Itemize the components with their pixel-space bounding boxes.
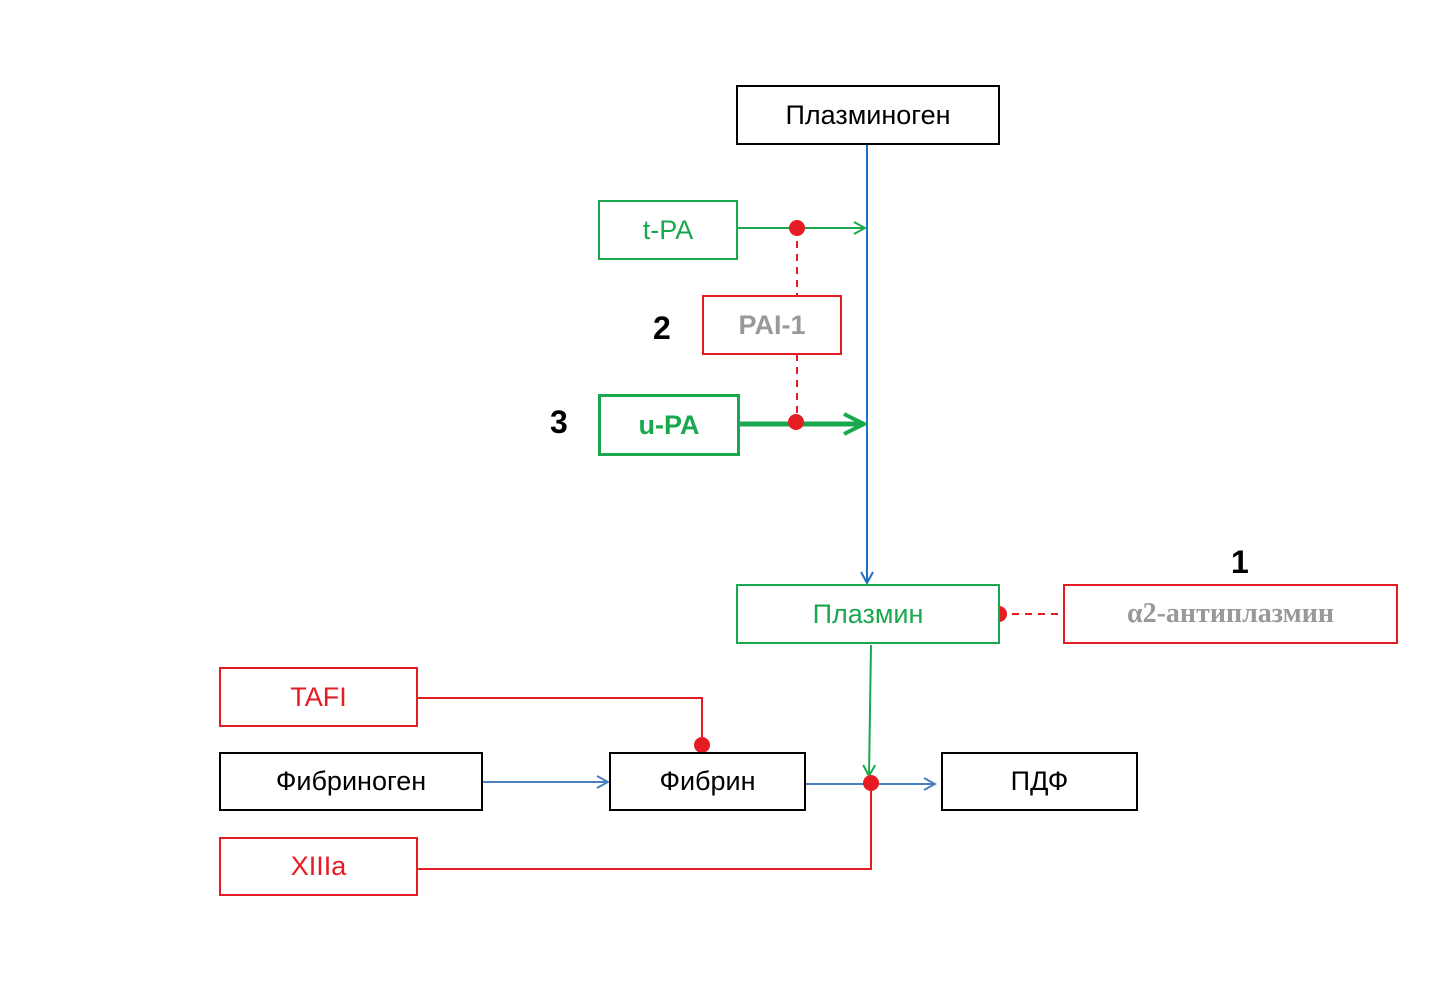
xiiia-node: XIIIa [219,837,418,896]
tafi-node: TAFI [219,667,418,727]
tafi-inhibition-dot [694,737,710,753]
pdf-label: ПДФ [1010,766,1069,796]
marker-1: 1 [1231,544,1249,580]
pai1-upa-inhibition-dot [788,414,804,430]
xiiia-label: XIIIa [290,851,347,881]
plasmin-to-lysis-arrow [869,644,871,776]
fibrinogen-label: Фибриноген [275,766,427,796]
plasmin-node: Плазмин [736,584,1000,644]
tafi-label: TAFI [290,681,347,712]
marker-3: 3 [550,404,568,440]
pai1-tpa-inhibition-dot [789,220,805,236]
upa-label: u-PA [638,409,700,440]
tpa-label: t-PA [642,214,694,245]
tpa-node: t-PA [598,200,738,260]
pai1-label: PAI-1 [738,309,806,340]
marker-2: 2 [653,310,671,346]
fibrin-label: Фибрин [659,766,756,796]
plasminogen-node: Плазминоген [736,85,1000,145]
plasmin-label: Плазмин [812,598,924,629]
xiiia-inhibition-dot [863,775,879,791]
pdf-node: ПДФ [941,752,1138,811]
xiiia-inhibition-line [418,783,872,870]
pai1-node: PAI-1 [702,295,842,355]
fibrin-node: Фибрин [609,752,806,811]
upa-node: u-PA [598,394,740,456]
antiplasmin-node: α2-антиплазмин [1063,584,1398,644]
tafi-inhibition-line [418,697,703,745]
plasminogen-label: Плазминоген [785,99,951,130]
antiplasmin-label: α2-антиплазмин [1126,598,1334,629]
fibrinogen-node: Фибриноген [219,752,483,811]
